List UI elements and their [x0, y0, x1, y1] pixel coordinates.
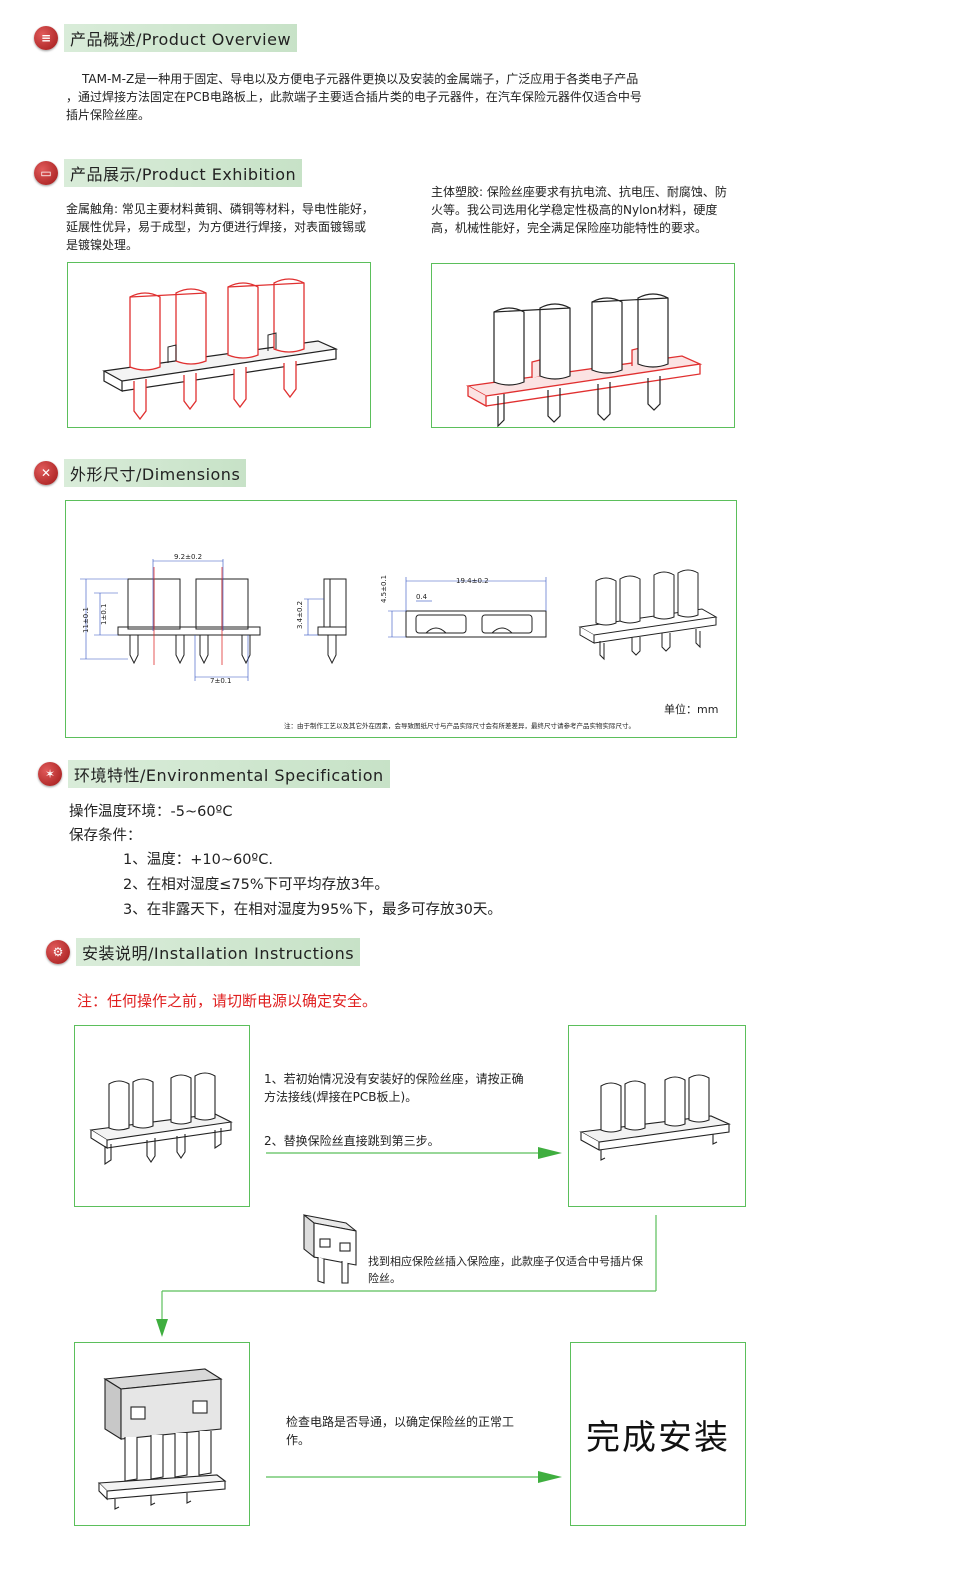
monitor-icon: ▭	[34, 161, 58, 185]
arrow-down-icon	[156, 1319, 168, 1337]
unit-label: 单位：mm	[664, 703, 719, 716]
ruler-icon: ✕	[34, 461, 58, 485]
metal-description: 金属触角: 常见主要材料黄铜、磷铜等材料，导电性能好，延展性优异，易于成型，为方…	[66, 202, 374, 252]
overview-text: TAM-M-Z是一种用于固定、导电以及方便电子元器件更换以及安装的金属端子，广泛…	[66, 70, 746, 124]
metal-contacts-image	[67, 262, 371, 428]
plastic-body-image	[431, 263, 735, 428]
installation-header: ⚙ 安装说明/Installation Instructions	[46, 938, 361, 966]
step1-result-box	[568, 1025, 746, 1207]
document-icon: ≡	[34, 26, 58, 50]
done-label: 完成安装	[586, 1417, 730, 1458]
dim-height2-label: 1±0.1	[100, 604, 108, 625]
dimensions-drawing-box: 9.2±0.2 7±0.1 11±0.1 1±0.1 3.4±0.2	[65, 500, 737, 738]
dim-side-label: 3.4±0.2	[296, 601, 304, 629]
storage-item-2: 2、在相对湿度≤75%下可平均存放3年。	[123, 877, 389, 893]
dim-thickness-label: 4.5±0.1	[380, 575, 388, 603]
dimensions-note: 注：由于制作工艺以及其它外在因素，会导致图纸尺寸与产品实际尺寸会有所差差异，最终…	[284, 722, 635, 730]
environment-title: 环境特性/Environmental Specification	[68, 760, 390, 788]
arrow-right-icon-2	[266, 1471, 562, 1483]
exhibition-title: 产品展示/Product Exhibition	[64, 159, 303, 187]
dimensions-title: 外形尺寸/Dimensions	[64, 459, 247, 487]
dim-top-label: 9.2±0.2	[174, 553, 202, 561]
overview-line-3: 插片保险丝座。	[66, 108, 151, 122]
arrow-right-icon	[266, 1147, 562, 1159]
step2-text: 找到相应保险丝插入保险座，此款座子仅适合中号插片保险丝。	[368, 1255, 643, 1285]
dimensions-header: ✕ 外形尺寸/Dimensions	[34, 459, 247, 487]
step3-image-box	[74, 1342, 250, 1526]
overview-line-1: TAM-M-Z是一种用于固定、导电以及方便电子元器件更换以及安装的金属端子，广泛…	[82, 72, 639, 86]
overview-line-2: ，通过焊接方法固定在PCB电路板上，此款端子主要适合插片类的电子元器件，在汽车保…	[66, 90, 642, 104]
operating-temp: 操作温度环境：-5~60ºC	[69, 804, 233, 820]
environment-header: ✶ 环境特性/Environmental Specification	[38, 760, 390, 788]
step1-text-b: 2、替换保险丝直接跳到第三步。	[264, 1134, 440, 1148]
sun-icon: ✶	[38, 762, 62, 786]
storage-item-1: 1、温度：+10~60ºC.	[123, 852, 273, 868]
safety-warning: 注：任何操作之前，请切断电源以确定安全。	[77, 992, 378, 1010]
dim-length-label: 19.4±0.2	[456, 577, 489, 585]
exhibition-header: ▭ 产品展示/Product Exhibition	[34, 159, 303, 187]
storage-conditions: 保存条件：	[69, 828, 142, 844]
step1-image-box	[74, 1025, 250, 1207]
overview-title: 产品概述/Product Overview	[64, 24, 298, 52]
plastic-description: 主体塑胶: 保险丝座要求有抗电流、抗电压、耐腐蚀、防火等。我公司选用化学稳定性极…	[431, 185, 727, 235]
dim-height-label: 11±0.1	[82, 607, 90, 633]
overview-header: ≡ 产品概述/Product Overview	[34, 24, 298, 52]
installation-title: 安装说明/Installation Instructions	[76, 938, 361, 966]
flow-connector	[156, 1215, 657, 1337]
step3-text: 检查电路是否导通，以确定保险丝的正常工作。	[286, 1415, 515, 1447]
dim-gap-label: 0.4	[416, 593, 428, 601]
wrench-icon: ⚙	[46, 940, 70, 964]
done-box: 完成安装	[570, 1342, 746, 1526]
storage-item-3: 3、在非露天下，在相对湿度为95%下，最多可存放30天。	[123, 902, 502, 918]
fuse-image	[303, 1213, 357, 1284]
step1-text-a: 1、若初始情况没有安装好的保险丝座，请按正确方法接线(焊接在PCB板上)。	[264, 1072, 524, 1104]
dim-bottom-label: 7±0.1	[210, 677, 231, 685]
